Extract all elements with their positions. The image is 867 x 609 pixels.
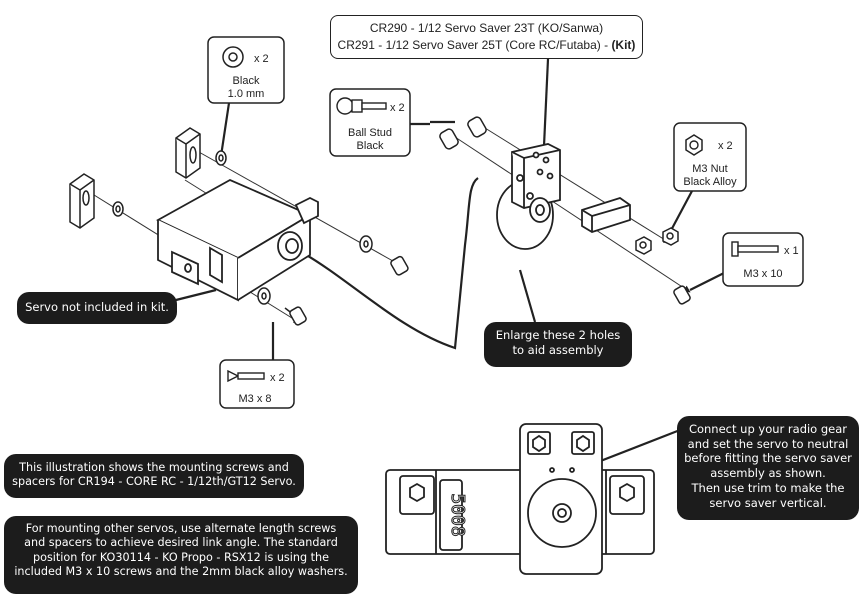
svg-text:Black Alloy: Black Alloy [683, 176, 737, 188]
kit-title-line2: CR291 - 1/12 Servo Saver 25T (Core RC/Fu… [337, 38, 636, 52]
part-box-m3x10: x 1 M3 x 10 [722, 232, 804, 287]
connect-radio-callout: Connect up your radio gear and set the s… [677, 416, 859, 520]
svg-text:Black: Black [357, 140, 384, 152]
link-plate [581, 197, 631, 233]
part-box-m3x8: x 2 M3 x 8 [219, 359, 295, 409]
kit-title-box: CR290 - 1/12 Servo Saver 23T (KO/Sanwa) … [330, 15, 643, 59]
ball-stud-icon [336, 97, 387, 115]
ball-stud-parts [439, 116, 487, 150]
screw-icon [227, 369, 265, 383]
m3x10-screw [673, 285, 691, 305]
illustration-note-callout: This illustration shows the mounting scr… [4, 454, 304, 498]
part-box-washer: x 2 Black 1.0 mm [207, 36, 285, 104]
kit-title-line1: CR290 - 1/12 Servo Saver 23T (KO/Sanwa) [369, 21, 604, 35]
svg-text:Ball Stud: Ball Stud [348, 127, 392, 139]
screw-icon [731, 241, 779, 257]
m3-nut-parts [635, 227, 679, 255]
svg-text:M3 Nut: M3 Nut [692, 163, 727, 175]
svg-text:x 2: x 2 [390, 102, 405, 114]
servo-top-view [385, 423, 655, 575]
svg-text:1.0 mm: 1.0 mm [228, 88, 265, 100]
svg-text:Black: Black [233, 75, 260, 87]
part-box-m3-nut: x 2 M3 Nut Black Alloy [673, 122, 747, 192]
m3x8-screw [284, 306, 307, 326]
svg-text:M3 x 10: M3 x 10 [743, 268, 782, 280]
washer-parts [112, 150, 373, 305]
enlarge-holes-callout: Enlarge these 2 holes to aid assembly [484, 322, 632, 367]
svg-text:x 2: x 2 [718, 140, 733, 152]
servo-screw [390, 255, 409, 276]
svg-text:x 1: x 1 [784, 245, 799, 257]
servo-not-included-callout: Servo not included in kit. [17, 292, 177, 324]
servo-mount-bracket-bottom [69, 173, 95, 229]
servo-body [156, 178, 319, 302]
servo-saver-assembly [496, 143, 561, 250]
svg-text:x 2: x 2 [270, 372, 285, 384]
other-servos-note-callout: For mounting other servos, use alternate… [4, 516, 358, 594]
servo-model-label: 5008 [447, 493, 468, 536]
svg-text:x 2: x 2 [254, 53, 269, 65]
part-box-ball-stud: x 2 Ball Stud Black [329, 88, 411, 157]
svg-text:M3 x 8: M3 x 8 [238, 393, 271, 405]
servo-mount-bracket-top [175, 127, 201, 179]
